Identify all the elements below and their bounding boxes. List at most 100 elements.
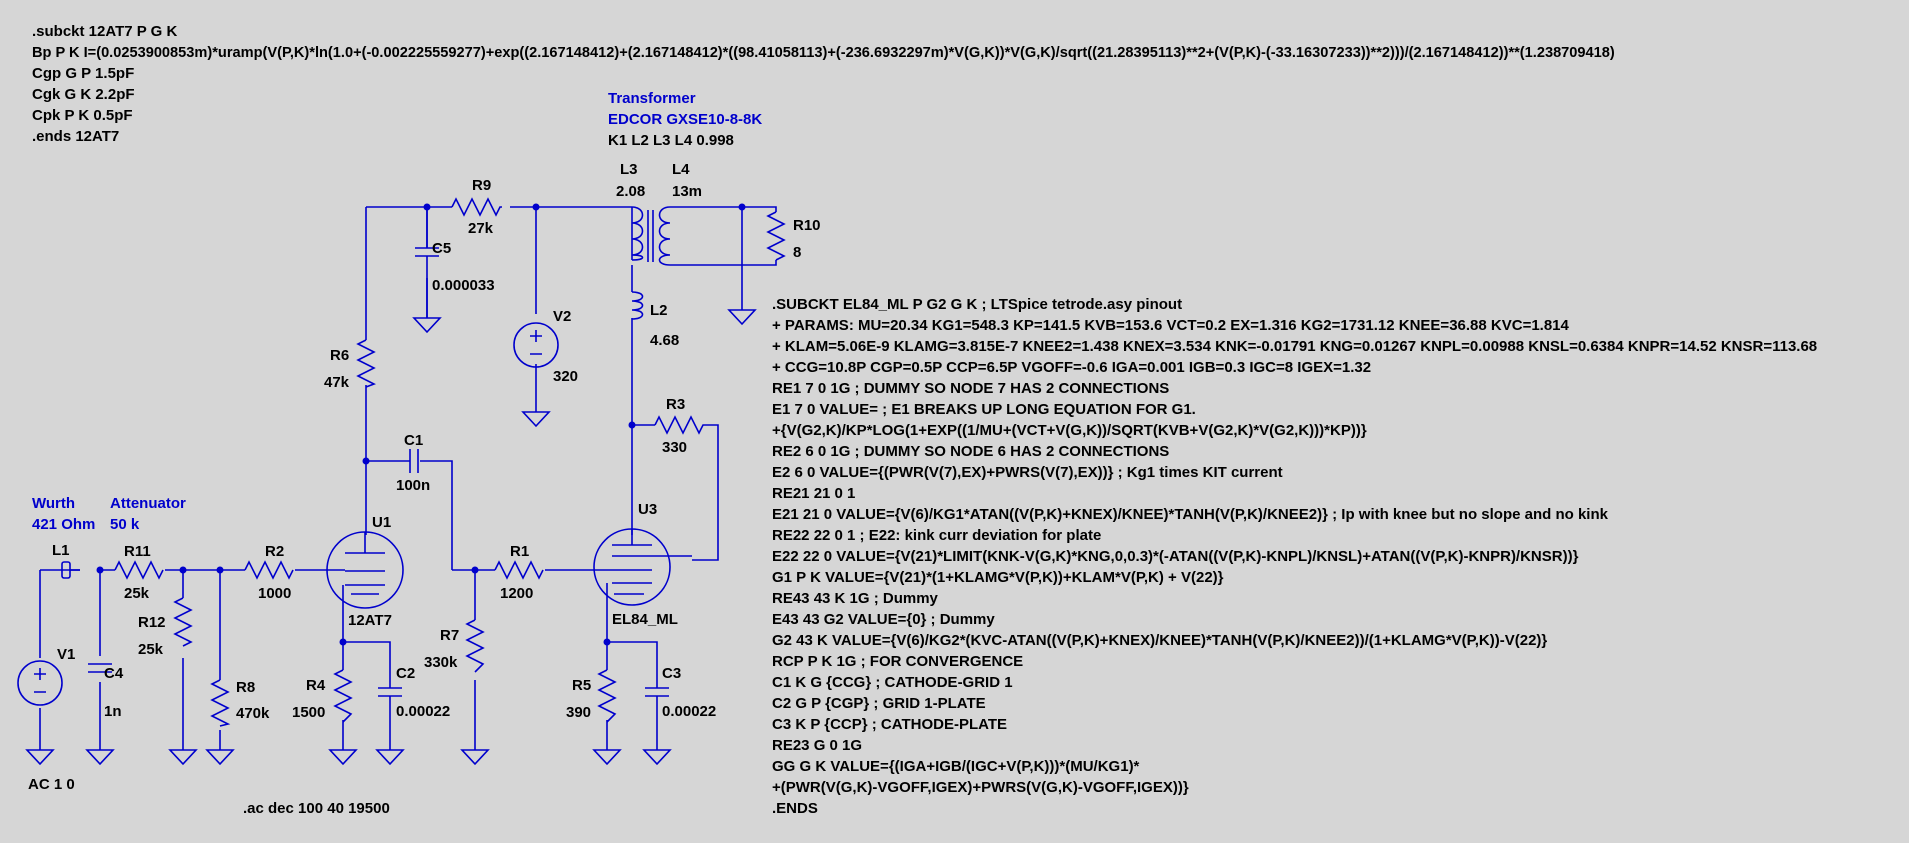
c5-name: C5 [432, 240, 451, 257]
subckt-line: .subckt 12AT7 P G K [32, 23, 177, 40]
resistor-r10[interactable]: R10 8 [766, 211, 821, 261]
l1-name: L1 [52, 542, 70, 559]
r4-name: R4 [306, 677, 326, 694]
inductor-l1[interactable]: L1 [52, 542, 80, 579]
c1-value: 100n [396, 477, 430, 494]
r2-name: R2 [265, 543, 284, 560]
el84-line: RE1 7 0 1G ; DUMMY SO NODE 7 HAS 2 CONNE… [772, 380, 1169, 397]
l2-name: L2 [650, 302, 668, 319]
resistor-r3[interactable]: R3 330 [654, 396, 705, 456]
v1-name: V1 [57, 646, 75, 663]
r12-name: R12 [138, 614, 166, 631]
voltage-source-v1[interactable]: V1 AC 1 0 [17, 646, 75, 793]
resistor-r4[interactable]: R4 1500 [292, 669, 353, 723]
r10-value: 8 [793, 244, 801, 261]
resistor-r8[interactable]: R8 470k [210, 679, 270, 727]
wurth-title: Wurth [32, 495, 75, 512]
attenuator-value: 50 k [110, 516, 140, 533]
resistor-r12[interactable]: R12 25k [138, 597, 193, 658]
r9-value: 27k [468, 220, 494, 237]
tube-u1[interactable]: U1 12AT7 [326, 514, 404, 629]
el84-line: .ENDS [772, 800, 818, 817]
c5-value: 0.000033 [432, 277, 495, 294]
l4-name: L4 [672, 161, 690, 178]
l2-value: 4.68 [650, 332, 679, 349]
wurth-value: 421 Ohm [32, 516, 95, 533]
attenuator-title: Attenuator [110, 495, 186, 512]
capacitor-c4[interactable]: C4 1n [88, 663, 124, 720]
r7-name: R7 [440, 627, 459, 644]
el84-line: G1 P K VALUE={V(21)*(1+KLAMG*V(P,K))+KLA… [772, 569, 1224, 586]
r6-name: R6 [330, 347, 349, 364]
el84-line: C1 K G {CCG} ; CATHODE-GRID 1 [772, 674, 1013, 691]
r4-value: 1500 [292, 704, 325, 721]
r12-value: 25k [138, 641, 164, 658]
c3-name: C3 [662, 665, 681, 682]
r5-value: 390 [566, 704, 591, 721]
el84-line: E2 6 0 VALUE={(PWR(V(7),EX)+PWRS(V(7),EX… [772, 464, 1283, 481]
v2-name: V2 [553, 308, 571, 325]
r1-value: 1200 [500, 585, 533, 602]
el84-line: C2 G P {CGP} ; GRID 1-PLATE [772, 695, 986, 712]
capacitor-c3[interactable]: C3 0.00022 [645, 665, 716, 720]
voltage-source-v2[interactable]: V2 320 [513, 308, 578, 385]
el84-line: E22 22 0 VALUE={V(21)*LIMIT(KNK-V(G,K)*K… [772, 548, 1579, 565]
u3-name: U3 [638, 501, 657, 518]
v1-value: AC 1 0 [28, 776, 75, 793]
el84-line: RE43 43 K 1G ; Dummy [772, 590, 939, 607]
r3-name: R3 [666, 396, 685, 413]
resistor-r7[interactable]: R7 330k [424, 619, 485, 673]
el84-line: + KLAM=5.06E-9 KLAMG=3.815E-7 KNEE2=1.43… [772, 338, 1817, 355]
ground-symbols [25, 309, 757, 766]
resistor-r1[interactable]: R1 1200 [494, 543, 544, 602]
r3-value: 330 [662, 439, 687, 456]
tube-u3[interactable]: U3 EL84_ML [593, 501, 692, 628]
r11-name: R11 [124, 543, 151, 560]
el84-line: + PARAMS: MU=20.34 KG1=548.3 KP=141.5 KV… [772, 317, 1570, 334]
el84-line: C3 K P {CCP} ; CATHODE-PLATE [772, 716, 1007, 733]
el84-line: RE21 21 0 1 [772, 485, 855, 502]
el84-line: +(PWR(V(G,K)-VGOFF,IGEX)+PWRS(V(G,K)-VGO… [772, 779, 1189, 796]
el84-line: + CCG=10.8P CGP=0.5P CCP=6.5P VGOFF=-0.6… [772, 359, 1371, 376]
el84-line: +{V(G2,K)/KP*LOG(1+EXP((1/MU+(VCT+V(G,K)… [772, 422, 1367, 439]
subckt-line: Cgk G K 2.2pF [32, 86, 135, 103]
l3-name: L3 [620, 161, 638, 178]
u1-name: U1 [372, 514, 391, 531]
r7-value: 330k [424, 654, 458, 671]
capacitor-c1[interactable]: C1 100n [396, 432, 430, 494]
el84-line: E43 43 G2 VALUE={0} ; Dummy [772, 611, 995, 628]
resistor-r5[interactable]: R5 390 [566, 669, 617, 723]
el84-line: RE22 22 0 1 ; E22: kink curr deviation f… [772, 527, 1101, 544]
el84-line: RE23 G 0 1G [772, 737, 862, 754]
junctions [96, 203, 746, 646]
c3-value: 0.00022 [662, 703, 716, 720]
c2-value: 0.00022 [396, 703, 450, 720]
c4-value: 1n [104, 703, 122, 720]
resistor-r11[interactable]: R11 25k [114, 543, 164, 602]
ac-directive[interactable]: .ac dec 100 40 19500 [243, 800, 390, 817]
inductor-l4[interactable]: L4 13m [658, 161, 703, 266]
r2-value: 1000 [258, 585, 291, 602]
el84-line: .SUBCKT EL84_ML P G2 G K ; LTSpice tetro… [772, 296, 1182, 313]
subckt-line: Bp P K I=(0.0253900853m)*uramp(V(P,K)*ln… [32, 45, 1615, 61]
r10-name: R10 [793, 217, 821, 234]
capacitor-c5[interactable]: C5 0.000033 [415, 207, 495, 318]
subckt-line: .ends 12AT7 [32, 128, 119, 145]
c1-name: C1 [404, 432, 423, 449]
resistor-r6[interactable]: R6 47k [324, 339, 376, 391]
resistor-r2[interactable]: R2 1000 [244, 543, 294, 602]
inductor-l3[interactable]: L3 2.08 [616, 161, 645, 261]
el84-line: GG G K VALUE={(IGA+IGB/(IGC+V(P,K)))*(MU… [772, 758, 1140, 775]
el84-line: G2 43 K VALUE={V(6)/KG2*(KVC-ATAN((V(P,K… [772, 632, 1547, 649]
resistor-r9[interactable]: R9 27k [451, 177, 502, 237]
el84-model-text[interactable]: .SUBCKT EL84_ML P G2 G K ; LTSpice tetro… [772, 296, 1817, 817]
wires [39, 206, 777, 750]
subckt-line: Cgp G P 1.5pF [32, 65, 134, 82]
r11-value: 25k [124, 585, 150, 602]
capacitor-c2[interactable]: C2 0.00022 [378, 665, 450, 720]
r8-name: R8 [236, 679, 255, 696]
subckt-line: Cpk P K 0.5pF [32, 107, 133, 124]
el84-line: E21 21 0 VALUE={V(6)/KG1*ATAN((V(P,K)+KN… [772, 506, 1609, 523]
inductor-l2[interactable]: L2 4.68 [631, 291, 679, 349]
